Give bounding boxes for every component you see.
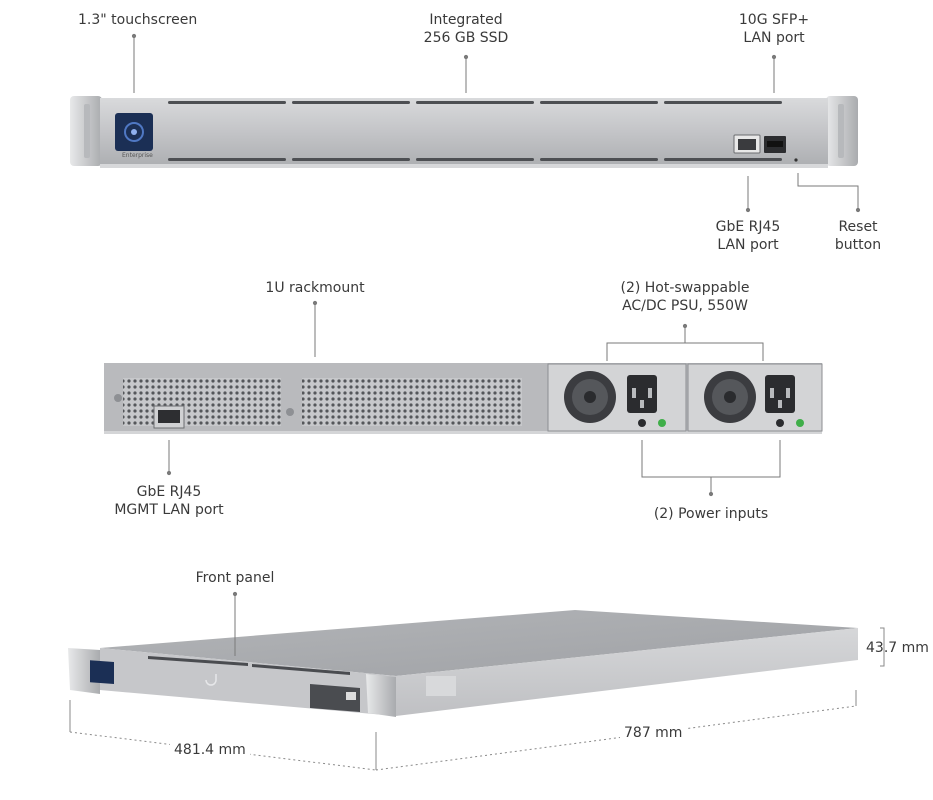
power-inputs-label: (2) Power inputs	[641, 505, 781, 523]
power-inlet-2	[765, 375, 795, 413]
vent-center	[302, 378, 522, 426]
power-inputs-label-text: (2) Power inputs	[653, 506, 769, 522]
ssd-label: Integrated 256 GB SSD	[416, 11, 516, 47]
psu-label: (2) Hot-swappable AC/DC PSU, 550W	[605, 279, 765, 315]
reset-label-line1: Reset	[838, 219, 878, 235]
front-panel-label: Front panel	[185, 569, 285, 587]
touchscreen-label-text: 1.3" touchscreen	[78, 12, 198, 28]
vent-left	[123, 378, 281, 426]
mgmt-label-line1: GbE RJ45	[136, 484, 202, 500]
iso-top	[100, 610, 858, 676]
front-chassis	[100, 98, 828, 164]
screen-brand-text: Enterprise	[122, 152, 153, 160]
height-dimension-label: 43.7 mm	[866, 639, 929, 657]
rj45-front-label: GbE RJ45 LAN port	[708, 218, 788, 254]
width-dimension-label: 481.4 mm	[170, 741, 250, 759]
depth-dimension-label: 787 mm	[620, 724, 687, 742]
front-panel-label-text: Front panel	[195, 570, 275, 586]
iso-side	[396, 628, 858, 716]
psu-label-line1: (2) Hot-swappable	[620, 280, 750, 296]
isometric-view	[68, 610, 858, 717]
width-dimension-text: 481.4 mm	[174, 742, 246, 758]
front-view	[70, 96, 858, 168]
mgmt-label-line2: MGMT LAN port	[114, 502, 224, 518]
sfp-label-line1: 10G SFP+	[738, 12, 810, 28]
sfp-label-line2: LAN port	[743, 30, 805, 46]
ssd-label-line1: Integrated	[429, 12, 503, 28]
ssd-label-line2: 256 GB SSD	[423, 30, 509, 46]
psu-label-line2: AC/DC PSU, 550W	[622, 298, 748, 314]
rj45-front-label-line2: LAN port	[717, 237, 779, 253]
screen-brand-label: Enterprise	[122, 152, 153, 159]
touchscreen-label: 1.3" touchscreen	[78, 11, 197, 29]
dimension-lines	[69, 627, 885, 771]
rackmount-label: 1U rackmount	[255, 279, 375, 297]
mgmt-label: GbE RJ45 MGMT LAN port	[99, 483, 239, 519]
power-inlet-1	[627, 375, 657, 413]
reset-label-line2: button	[834, 237, 882, 253]
height-dimension-text: 43.7 mm	[866, 640, 929, 656]
rj45-front-label-line1: GbE RJ45	[715, 219, 781, 235]
reset-hole	[794, 158, 798, 162]
rackmount-label-text: 1U rackmount	[265, 280, 365, 296]
leader-lines	[131, 33, 861, 656]
depth-dimension-text: 787 mm	[624, 725, 683, 741]
back-view	[104, 363, 823, 434]
sfp-label: 10G SFP+ LAN port	[734, 11, 814, 47]
reset-label: Reset button	[828, 218, 888, 254]
